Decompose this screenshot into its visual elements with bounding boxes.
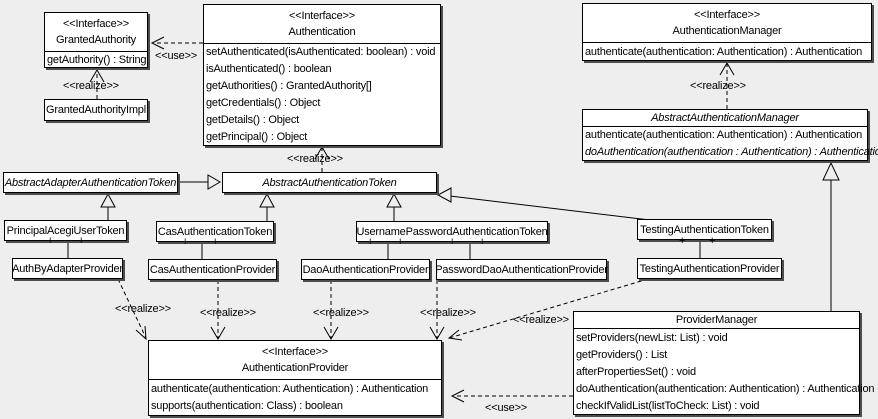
method-row: authenticate(authentication: Authenticat…: [585, 45, 863, 58]
class-name: TestingAuthenticationToken: [640, 223, 769, 236]
class-username-password-authentication-token[interactable]: UsernamePasswordAuthenticationToken: [356, 221, 548, 242]
generalization-arrowhead: [259, 192, 275, 208]
edge-realize-auth-by-adapter-provider[interactable]: [117, 278, 147, 339]
open-arrowhead: [719, 62, 735, 76]
use-label: <<use>>: [485, 402, 528, 414]
stereotype-label: <<Interface>>: [262, 346, 328, 358]
class-name: AuthenticationProvider: [241, 362, 349, 374]
generalization-arrowhead: [822, 161, 840, 181]
plus-label: +: [367, 236, 374, 248]
class-name: DaoAuthenticationProvider: [302, 263, 429, 276]
class-dao-authentication-provider[interactable]: DaoAuthenticationProvider: [301, 259, 430, 280]
method-row: getAuthority() : String: [47, 53, 147, 66]
plus-label: +: [78, 235, 85, 247]
method-row: getDetails() : Object: [206, 113, 300, 126]
generalization-arrowhead: [436, 187, 452, 203]
open-arrowhead: [210, 326, 226, 340]
realize-label: <<realize>>: [420, 307, 476, 319]
class-provider-manager[interactable]: ProviderManager setProviders(newList: Lis…: [573, 311, 875, 415]
edge-generalization-testing-authentication-token[interactable]: [449, 195, 651, 221]
class-authentication-manager[interactable]: <<Interface>> AuthenticationManager authen…: [582, 3, 872, 61]
class-auth-by-adapter-provider[interactable]: AuthByAdapterProvider: [12, 258, 123, 279]
generalization-arrowhead: [207, 174, 221, 190]
class-testing-authentication-token[interactable]: TestingAuthenticationToken: [637, 219, 772, 240]
method-row: afterPropertiesSet() : void: [576, 365, 696, 378]
class-name: ProviderManager: [675, 314, 758, 326]
class-principal-acegi-user-token[interactable]: PrincipalAcegiUserToken: [4, 220, 127, 241]
class-name: GrantedAuthority: [56, 34, 136, 46]
class-abstract-authentication-token[interactable]: AbstractAuthenticationToken: [222, 172, 437, 193]
method-row: checkIfValidList(listToCheck: List) : vo…: [576, 399, 760, 412]
open-arrowhead: [314, 146, 330, 160]
class-name: Authentication: [288, 26, 356, 38]
class-password-dao-authentication-provider[interactable]: PasswordDaoAuthenticationProvider: [435, 259, 608, 280]
method-row: authenticate(authentication: Authenticat…: [151, 382, 429, 395]
method-row: setProviders(newList: List) : void: [576, 331, 728, 344]
method-row: getPrincipal() : Object: [206, 130, 308, 143]
class-granted-authority-impl[interactable]: GrantedAuthorityImpl: [44, 99, 148, 121]
method-row: doAuthentication(authentication: Authent…: [576, 382, 875, 395]
class-name: PasswordDaoAuthenticationProvider: [435, 263, 608, 276]
open-arrowhead: [135, 325, 147, 341]
class-name: AbstractAuthenticationManager: [651, 112, 799, 124]
method-row: isAuthenticated() : boolean: [206, 63, 332, 76]
plus-label: +: [479, 236, 486, 248]
use-label: <<use>>: [155, 50, 198, 62]
open-arrowhead: [429, 326, 445, 340]
realize-label: <<realize>>: [63, 80, 119, 92]
method-row: getAuthorities() : GrantedAuthority[]: [206, 80, 372, 93]
class-name: TestingAuthenticationProvider: [639, 262, 780, 275]
class-abstract-adapter-authentication-token[interactable]: AbstractAdapterAuthenticationToken: [3, 172, 178, 193]
class-name: AbstractAuthenticationToken: [262, 176, 397, 189]
plus-label: +: [212, 236, 219, 248]
realize-label: <<realize>>: [115, 303, 171, 315]
class-authentication[interactable]: <<Interface>> Authentication setAuthentica…: [203, 4, 441, 146]
class-name: AbstractAdapterAuthenticationToken: [4, 176, 177, 189]
class-testing-authentication-provider[interactable]: TestingAuthenticationProvider: [637, 258, 782, 279]
open-arrowhead: [450, 389, 465, 403]
plus-label: +: [449, 236, 456, 248]
class-name: CasAuthenticationToken: [157, 225, 273, 238]
plus-label: +: [182, 236, 189, 248]
plus-label: +: [679, 235, 686, 247]
open-arrowhead: [150, 36, 165, 50]
method-row: getCredentials() : Object: [206, 96, 321, 109]
stereotype-label: <<Interface>>: [694, 9, 760, 21]
method-row: setAuthenticated(isAuthenticated: boolea…: [206, 46, 436, 59]
class-abstract-authentication-manager[interactable]: AbstractAuthenticationManager authenticat…: [582, 109, 878, 161]
class-granted-authority[interactable]: <<Interface>> GrantedAuthority getAuthorit…: [44, 12, 148, 68]
method-row: supports(authentication: Class) : boolea…: [151, 400, 343, 413]
plus-label: +: [709, 235, 716, 247]
realize-label: <<realize>>: [690, 80, 746, 92]
stereotype-label: <<Interface>>: [289, 10, 355, 22]
class-cas-authentication-token[interactable]: CasAuthenticationToken: [156, 221, 274, 242]
method-row: getProviders() : List: [576, 348, 668, 361]
stereotype-label: <<Interface>>: [63, 18, 129, 30]
realize-label: <<realize>>: [313, 307, 369, 319]
open-arrowhead: [89, 69, 105, 83]
class-authentication-provider[interactable]: <<Interface>> AuthenticationProvider authe…: [148, 340, 442, 416]
open-arrowhead: [447, 329, 463, 341]
method-row: doAuthentication(authentication : Authen…: [585, 145, 878, 158]
class-name: PrincipalAcegiUserToken: [6, 224, 125, 237]
realize-label: <<realize>>: [287, 153, 343, 165]
class-name: UsernamePasswordAuthenticationToken: [356, 225, 548, 238]
plus-label: +: [397, 236, 404, 248]
class-name: AuthenticationManager: [672, 25, 782, 37]
realize-label: <<realize>>: [513, 314, 569, 326]
generalization-arrowhead: [386, 192, 402, 208]
class-cas-authentication-provider[interactable]: CasAuthenticationProvider: [148, 259, 277, 280]
plus-label: +: [47, 235, 54, 247]
class-name: GrantedAuthorityImpl: [46, 104, 146, 116]
method-row: authenticate(authentication: Authenticat…: [585, 129, 863, 142]
realize-label: <<realize>>: [200, 307, 256, 319]
class-name: AuthByAdapterProvider: [12, 262, 123, 275]
generalization-arrowhead: [100, 192, 116, 208]
class-name: CasAuthenticationProvider: [149, 263, 276, 276]
open-arrowhead: [323, 326, 339, 340]
